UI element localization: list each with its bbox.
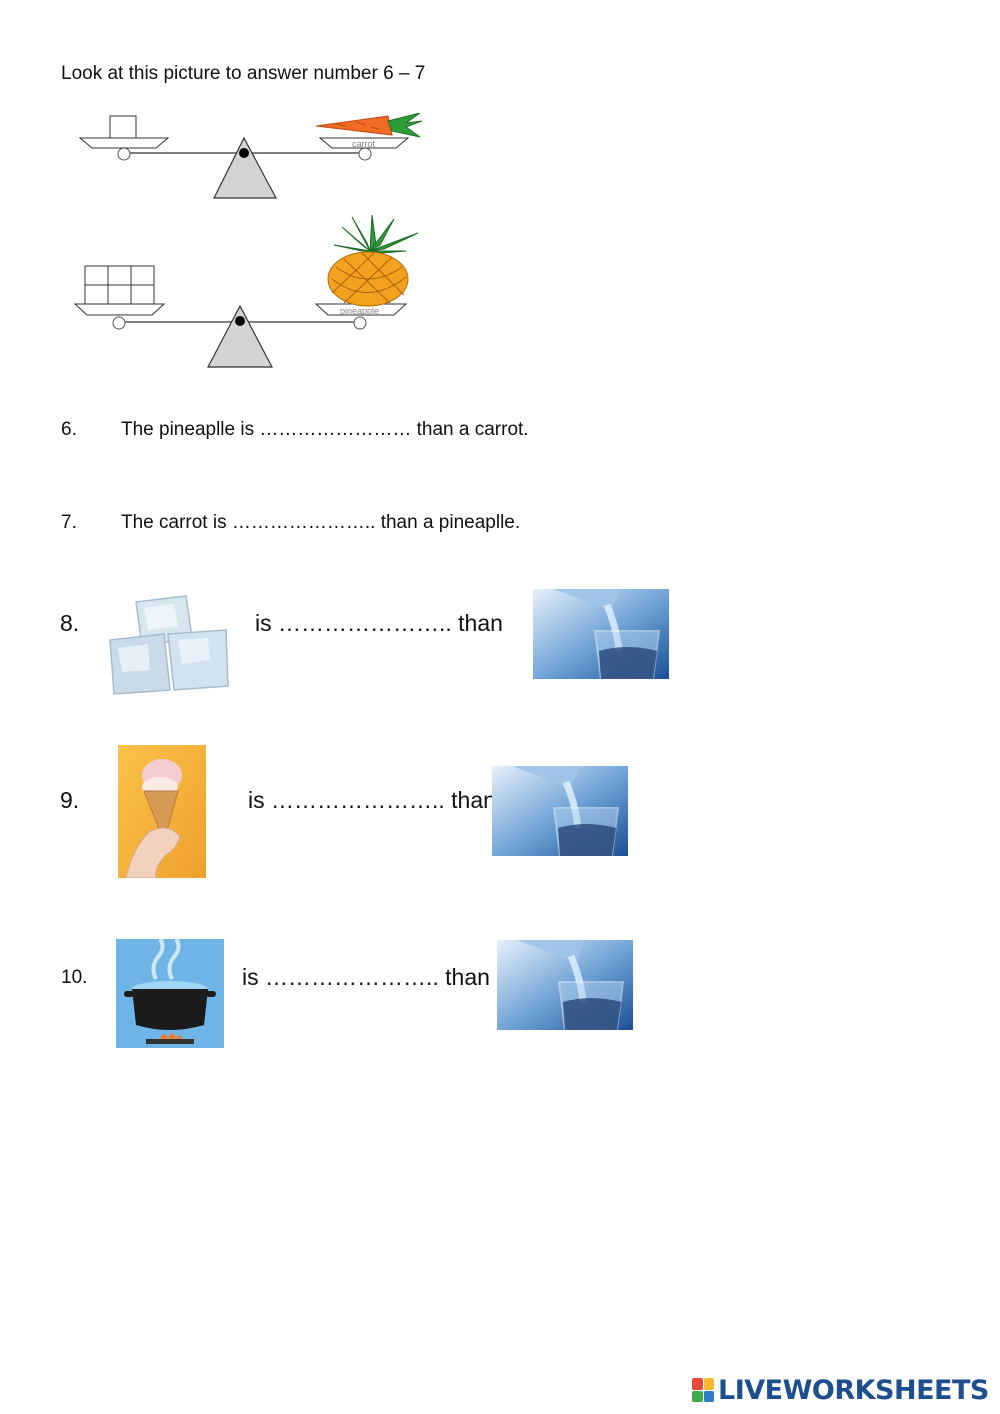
liveworksheets-mark-icon [692, 1378, 714, 1402]
question-8-text: is ………………….. than [255, 610, 503, 636]
balance-scale-carrot [76, 108, 426, 203]
water-glass-icon [497, 940, 633, 1030]
question-7-number: 7. [61, 512, 77, 533]
mark-square-1 [692, 1378, 703, 1390]
question-7-text: The carrot is ………………….. than a pineaplle… [121, 512, 521, 533]
ice-cream-icon [118, 745, 206, 878]
question-10-number: 10. [61, 967, 88, 988]
carrot-label: carrot [352, 139, 376, 149]
weight-blocks-6 [84, 265, 155, 305]
liveworksheets-wordmark: LIVEWORKSHEETS [718, 1374, 989, 1406]
mark-square-2 [703, 1378, 714, 1390]
instruction-text: Look at this picture to answer number 6 … [61, 63, 426, 84]
pineapple-icon [322, 214, 422, 312]
water-glass-icon [492, 766, 628, 856]
question-6-text: The pineaplle is …………………… than a carrot. [121, 419, 529, 440]
mark-square-4 [703, 1390, 714, 1402]
question-8-number: 8. [60, 610, 80, 636]
ice-cubes-icon [104, 590, 230, 698]
carrot-icon [315, 112, 423, 144]
water-glass-icon [533, 589, 669, 679]
question-10-text: is ………………….. than [242, 964, 490, 990]
pineapple-label: pineapple [340, 306, 380, 316]
question-6-number: 6. [61, 419, 77, 440]
weight-block-1 [109, 115, 137, 139]
balance-scale-pineapple [72, 264, 422, 372]
boiling-pot-icon [116, 939, 224, 1048]
mark-square-3 [692, 1390, 703, 1402]
question-9-text: is ………………….. than [248, 787, 496, 813]
liveworksheets-logo[interactable]: LIVEWORKSHEETS [692, 1374, 989, 1406]
question-9-number: 9. [60, 787, 80, 813]
